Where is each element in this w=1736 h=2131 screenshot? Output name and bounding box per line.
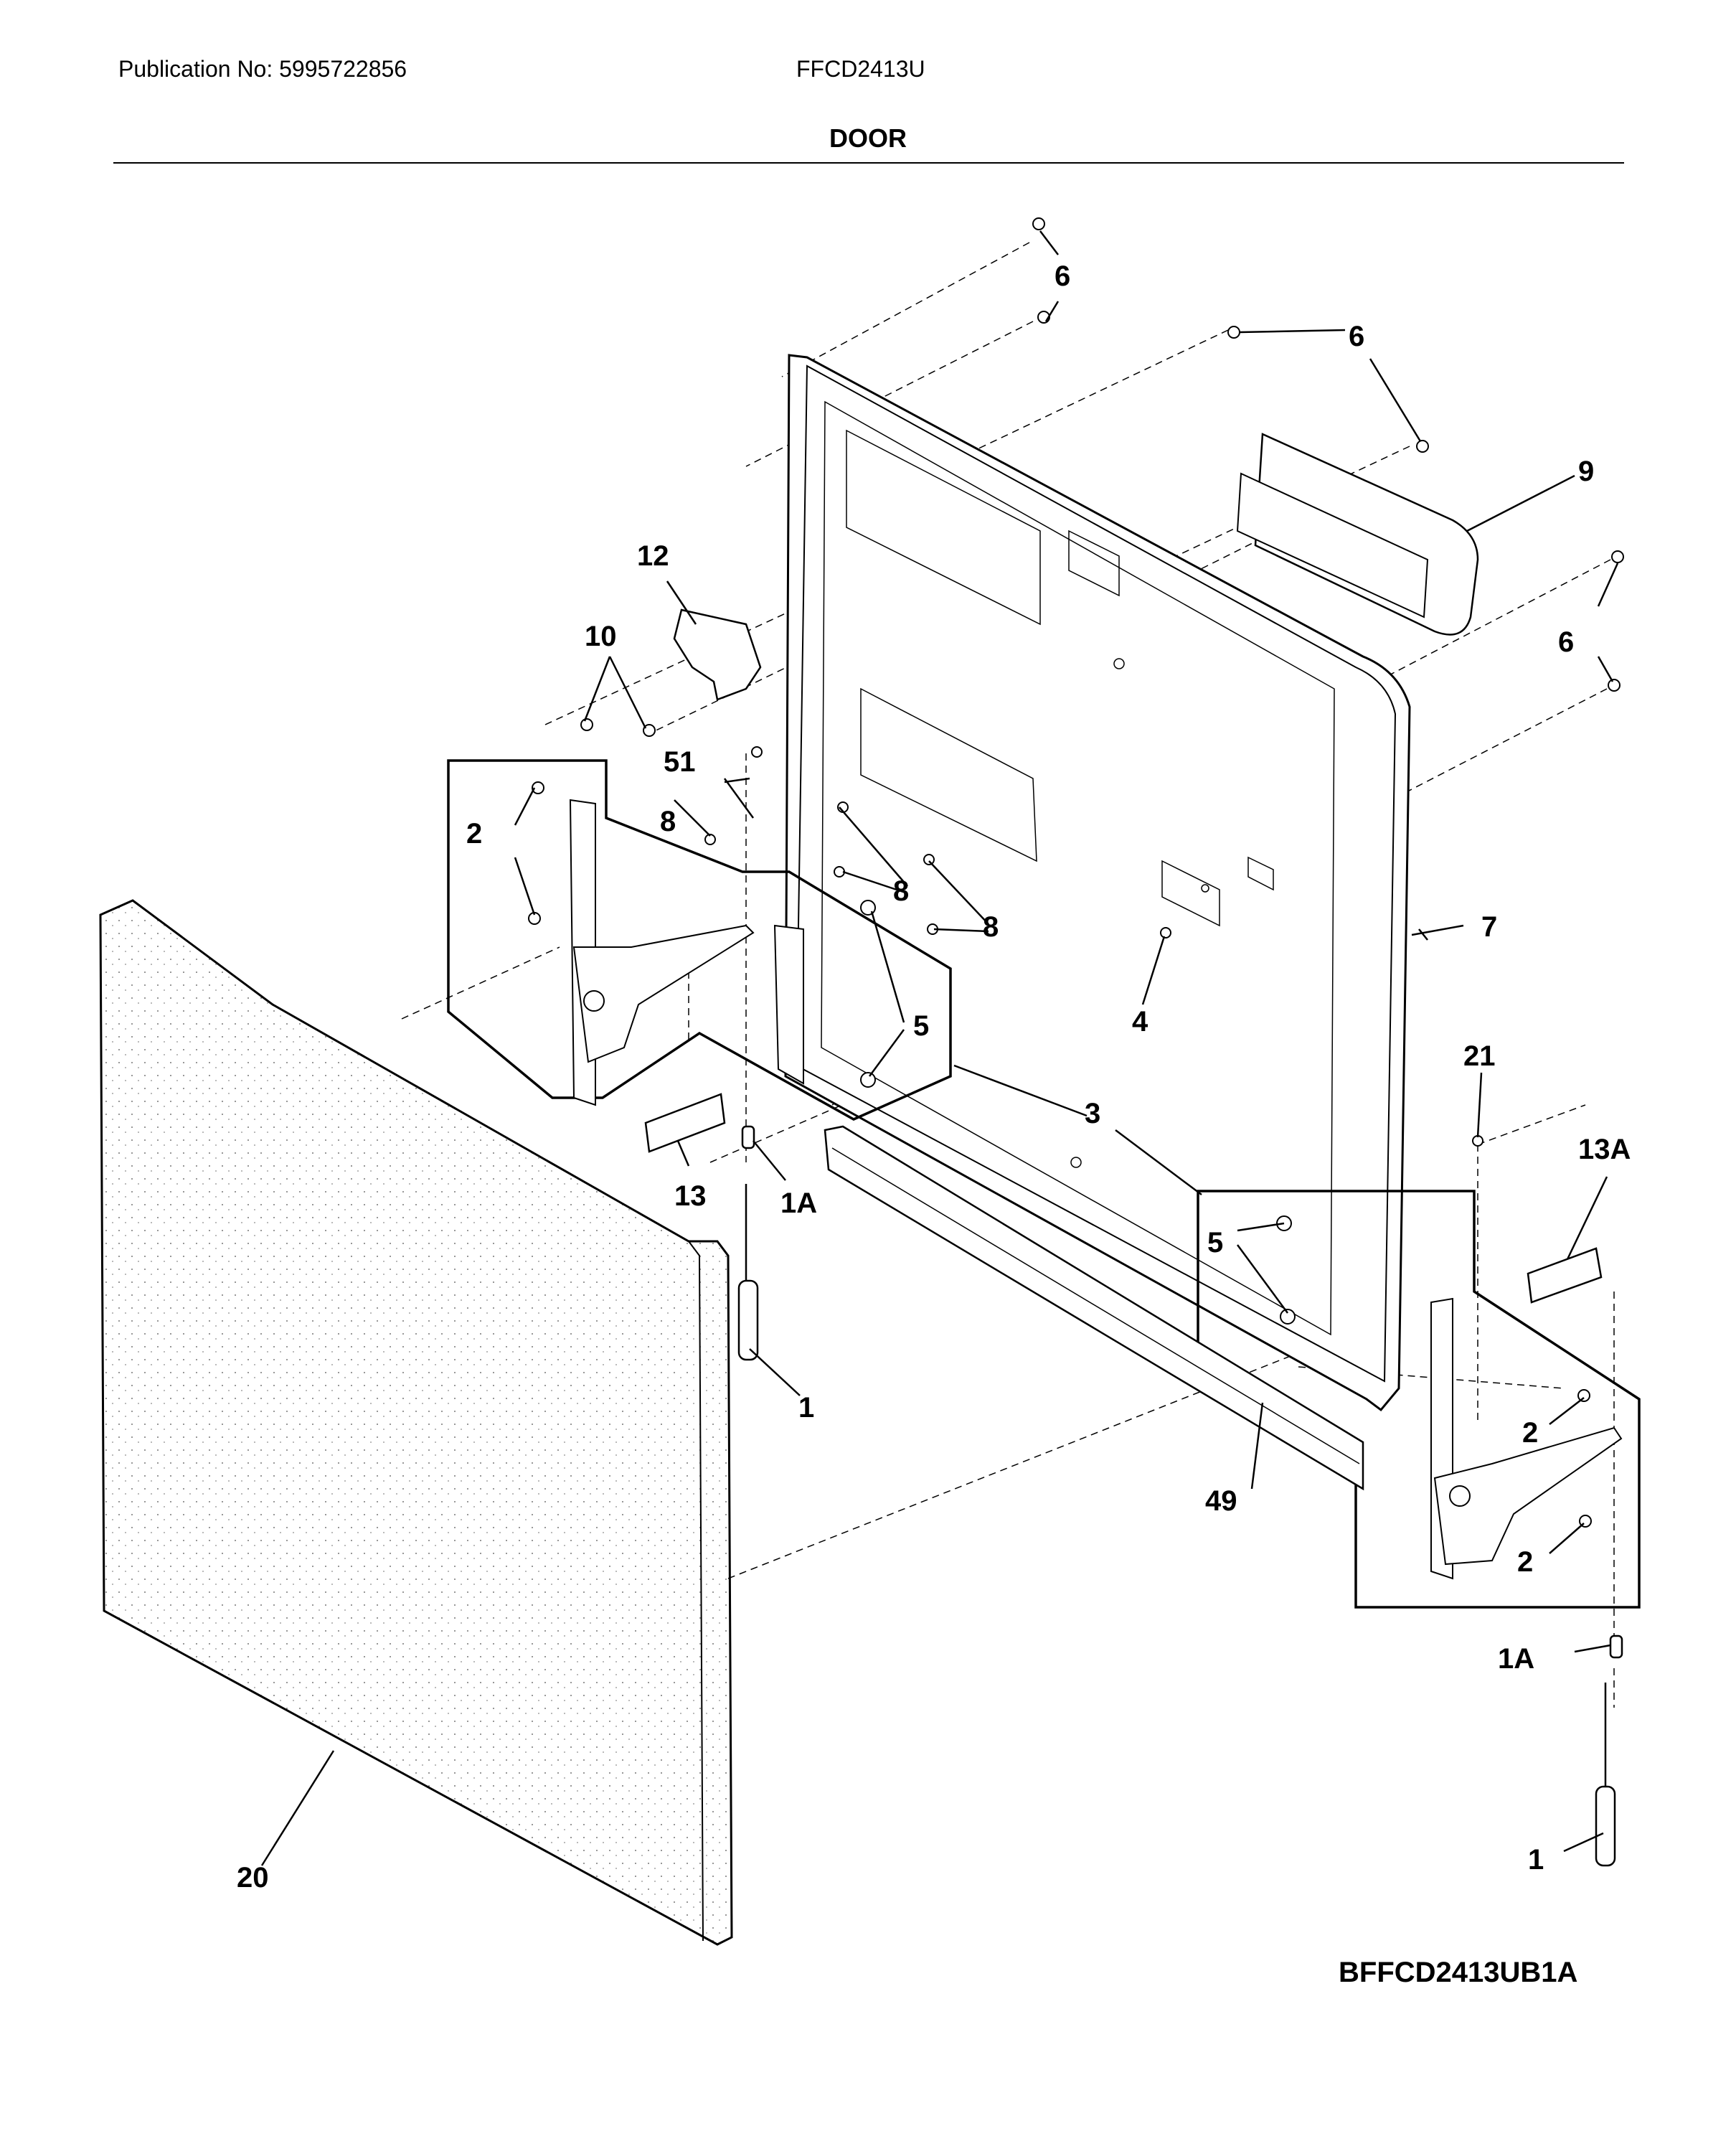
callout-13A: 13A bbox=[1578, 1134, 1631, 1165]
callout-21: 21 bbox=[1463, 1040, 1496, 1072]
bottom-trim-strip bbox=[824, 1125, 1364, 1491]
model-number: FFCD2413U bbox=[796, 56, 925, 82]
left-hinge-group bbox=[447, 759, 952, 1121]
figure-id: BFFCD2413UB1A bbox=[1339, 1957, 1578, 1988]
control-panel-module bbox=[1236, 433, 1479, 636]
callout-51: 51 bbox=[664, 746, 696, 778]
callout-3: 3 bbox=[1085, 1098, 1100, 1129]
callout-5: 5 bbox=[913, 1010, 929, 1042]
callout-7: 7 bbox=[1481, 911, 1497, 943]
callout-8: 8 bbox=[893, 875, 909, 907]
callout-leaders bbox=[260, 230, 1619, 1866]
callout-49: 49 bbox=[1205, 1485, 1237, 1517]
callout-labels: 6 6 6 9 12 10 51 8 8 8 2 5 4 7 21 3 13A … bbox=[237, 260, 1631, 1894]
callout-1A: 1A bbox=[780, 1187, 817, 1219]
callout-1: 1 bbox=[1528, 1844, 1544, 1876]
callout-10: 10 bbox=[585, 621, 617, 652]
callout-2: 2 bbox=[1517, 1546, 1533, 1578]
right-hinge-group bbox=[1197, 1190, 1641, 1609]
publication-number: Publication No: 5995722856 bbox=[118, 56, 407, 82]
callout-9: 9 bbox=[1578, 456, 1594, 487]
callout-8: 8 bbox=[983, 911, 999, 943]
callout-1A: 1A bbox=[1498, 1643, 1534, 1675]
callout-6: 6 bbox=[1055, 260, 1070, 292]
callout-6: 6 bbox=[1349, 321, 1364, 352]
callout-4: 4 bbox=[1132, 1006, 1148, 1038]
door-latch bbox=[673, 608, 762, 701]
callout-20: 20 bbox=[237, 1862, 269, 1894]
callout-1: 1 bbox=[798, 1392, 814, 1424]
door-springs bbox=[737, 1125, 1623, 1867]
inner-door-panel bbox=[784, 354, 1411, 1412]
outer-door-panel bbox=[99, 899, 733, 1946]
callout-13: 13 bbox=[674, 1180, 707, 1212]
hinge-counter-pads bbox=[644, 1093, 1603, 1304]
callout-8: 8 bbox=[660, 806, 676, 837]
callout-2: 2 bbox=[1522, 1417, 1538, 1449]
callout-5: 5 bbox=[1207, 1227, 1223, 1259]
callout-12: 12 bbox=[637, 540, 669, 572]
callout-2: 2 bbox=[466, 818, 482, 850]
section-title: DOOR bbox=[829, 123, 907, 153]
screws bbox=[528, 217, 1624, 1528]
header-rule bbox=[113, 162, 1624, 164]
callout-6: 6 bbox=[1558, 626, 1574, 658]
